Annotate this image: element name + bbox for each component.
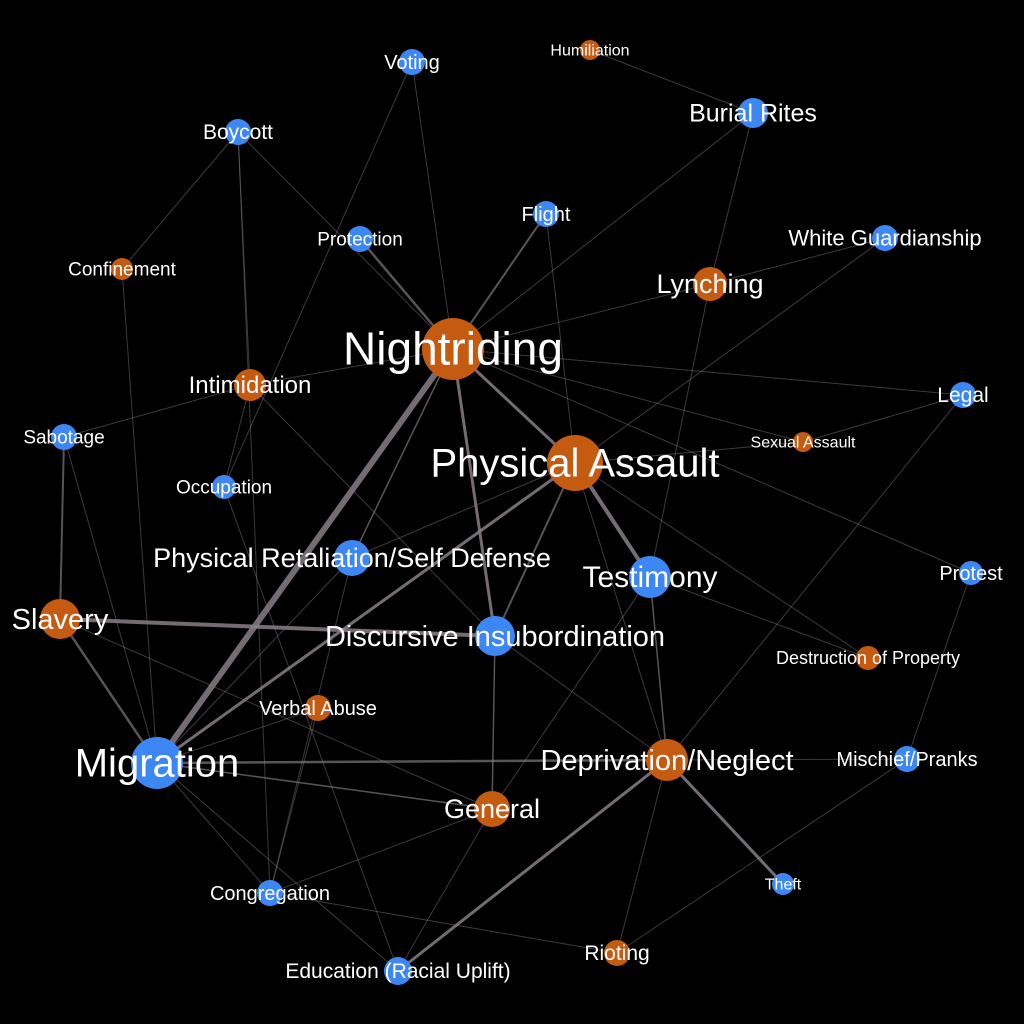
edge-testimony--general: [491, 576, 651, 810]
node-humiliation[interactable]: [580, 40, 600, 60]
node-verbal-abuse[interactable]: [305, 695, 331, 721]
edge-deprivation-neglect--theft: [665, 758, 785, 886]
edge-nightriding--discursive-insubordination: [451, 348, 497, 637]
edge-boycott--confinement: [121, 131, 239, 270]
edge-testimony--deprivation-neglect: [649, 576, 668, 761]
edge-physical-assault--migration: [156, 461, 576, 765]
edge-legal--sexual-assault: [802, 394, 964, 443]
edge-migration--education: [156, 762, 399, 972]
node-physical-assault[interactable]: [547, 435, 603, 491]
node-slavery[interactable]: [40, 599, 80, 639]
edge-nightriding--physical-retaliation: [351, 348, 454, 559]
edge-sexual-assault--physical-assault: [574, 441, 804, 464]
node-theft[interactable]: [772, 873, 794, 895]
edge-legal--deprivation-neglect: [666, 394, 964, 761]
node-sabotage[interactable]: [51, 424, 77, 450]
edges-layer: [58, 49, 972, 973]
edge-lynching--testimony: [649, 283, 711, 578]
node-mischief-pranks[interactable]: [894, 746, 920, 772]
edge-boycott--congregation: [237, 131, 271, 894]
edge-nightriding--migration: [154, 347, 456, 765]
edge-flight--physical-assault: [545, 213, 576, 464]
node-voting[interactable]: [399, 49, 425, 75]
edge-discursive-insubordination--deprivation-neglect: [494, 635, 668, 761]
edge-discursive-insubordination--general: [491, 635, 496, 810]
edge-verbal-abuse--migration: [156, 707, 319, 764]
node-white-guardianship[interactable]: [872, 225, 898, 251]
node-confinement[interactable]: [111, 258, 133, 280]
node-discursive-insubordination[interactable]: [475, 616, 515, 656]
edge-sabotage--slavery: [59, 436, 65, 620]
edge-nightriding--legal: [452, 348, 964, 396]
edge-white-guardianship--physical-assault: [574, 237, 886, 464]
node-occupation[interactable]: [212, 475, 236, 499]
node-burial-rites[interactable]: [738, 98, 768, 128]
edge-burial-rites--lynching: [709, 112, 754, 285]
edge-intimidation--discursive-insubordination: [249, 384, 496, 637]
edge-humiliation--burial-rites: [589, 49, 754, 114]
edge-nightriding--sexual-assault: [452, 348, 804, 443]
edge-education--deprivation-neglect: [397, 758, 668, 973]
edge-physical-retaliation--congregation: [269, 557, 353, 894]
edge-testimony--destruction-of-property: [649, 576, 869, 659]
node-protection[interactable]: [347, 226, 373, 252]
node-destruction-of-property[interactable]: [856, 646, 880, 670]
node-sexual-assault[interactable]: [793, 432, 813, 452]
node-nightriding[interactable]: [422, 318, 484, 380]
node-general[interactable]: [474, 791, 510, 827]
edge-congregation--rioting: [269, 892, 618, 954]
node-testimony[interactable]: [629, 556, 671, 598]
node-legal[interactable]: [950, 382, 976, 408]
node-boycott[interactable]: [225, 119, 251, 145]
node-rioting[interactable]: [604, 940, 630, 966]
node-flight[interactable]: [533, 201, 559, 227]
edge-occupation--education: [223, 486, 399, 972]
edge-burial-rites--nightriding: [452, 112, 754, 350]
nodes-layer: [40, 40, 983, 985]
edge-protest--mischief-pranks: [906, 572, 972, 760]
edge-slavery--discursive-insubordination: [59, 617, 496, 638]
node-lynching[interactable]: [693, 267, 727, 301]
edge-voting--occupation: [223, 61, 413, 488]
edge-congregation--general: [269, 808, 493, 894]
edge-physical-assault--destruction-of-property: [574, 462, 869, 659]
edge-slavery--migration: [58, 618, 159, 764]
edge-nightriding--protest: [452, 348, 972, 574]
edge-deprivation-neglect--rioting: [616, 759, 668, 954]
edge-sabotage--migration: [63, 436, 158, 764]
node-migration[interactable]: [131, 737, 183, 789]
edge-physical-assault--deprivation-neglect: [574, 462, 668, 761]
edge-boycott--nightriding: [237, 131, 454, 350]
node-education[interactable]: [384, 957, 412, 985]
edge-white-guardianship--lynching: [709, 237, 886, 285]
edge-verbal-abuse--congregation: [269, 707, 319, 894]
node-protest[interactable]: [959, 561, 983, 585]
edge-education--general: [397, 808, 493, 972]
edge-mischief-pranks--rioting: [616, 758, 908, 954]
edge-physical-assault--physical-retaliation: [351, 462, 576, 559]
edge-lynching--nightriding: [452, 283, 711, 350]
edge-deprivation-neglect--mischief-pranks: [666, 758, 908, 761]
edge-confinement--migration: [121, 268, 158, 764]
node-deprivation-neglect[interactable]: [646, 739, 688, 781]
edge-slavery--general: [59, 618, 493, 810]
edge-boycott--intimidation: [237, 131, 251, 386]
edge-physical-assault--discursive-insubordination: [494, 462, 576, 637]
edge-migration--general: [156, 762, 493, 810]
edge-nightriding--intimidation: [249, 348, 454, 386]
edge-migration--deprivation-neglect: [156, 758, 668, 765]
node-intimidation[interactable]: [234, 369, 266, 401]
node-physical-retaliation[interactable]: [334, 540, 370, 576]
edge-physical-retaliation--migration: [156, 557, 353, 764]
node-congregation[interactable]: [257, 880, 283, 906]
edge-voting--nightriding: [411, 61, 454, 350]
edge-intimidation--sabotage: [63, 384, 251, 438]
edge-migration--congregation: [156, 762, 271, 894]
edge-intimidation--occupation: [223, 384, 251, 488]
